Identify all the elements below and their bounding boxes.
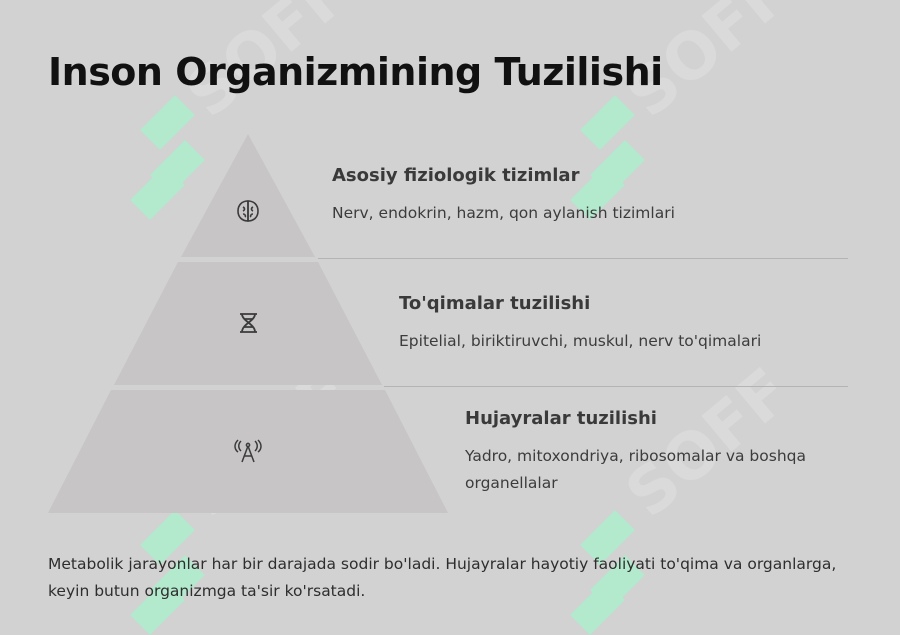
page-title: Inson Organizmining Tuzilishi bbox=[48, 50, 663, 94]
tier-2-block: To'qimalar tuzilishi Epitelial, biriktir… bbox=[399, 293, 761, 355]
tier-2-divider bbox=[384, 386, 848, 387]
tier-1-title: Asosiy fiziologik tizimlar bbox=[332, 165, 580, 186]
tier-1-block: Asosiy fiziologik tizimlar Nerv, endokri… bbox=[332, 165, 675, 227]
dna-icon bbox=[240, 313, 257, 333]
tier-3-description: Yadro, mitoxondriya, ribosomalar va bosh… bbox=[465, 447, 806, 492]
tier-1-divider bbox=[318, 258, 848, 259]
tier-1-description: Nerv, endokrin, hazm, qon aylanish tizim… bbox=[332, 204, 675, 222]
cell-signal-icon bbox=[234, 439, 262, 463]
brain-icon bbox=[237, 200, 259, 222]
tier-3-title: Hujayralar tuzilishi bbox=[465, 408, 657, 429]
tier-2-title: To'qimalar tuzilishi bbox=[399, 293, 591, 314]
tier-3-block: Hujayralar tuzilishi Yadro, mitoxondriya… bbox=[465, 408, 845, 497]
pyramid-tier-top bbox=[181, 134, 315, 257]
footer-text: Metabolik jarayonlar har bir darajada so… bbox=[48, 554, 837, 600]
pyramid-tier-bottom bbox=[48, 390, 448, 513]
tier-2-description: Epitelial, biriktiruvchi, muskul, nerv t… bbox=[399, 332, 762, 350]
